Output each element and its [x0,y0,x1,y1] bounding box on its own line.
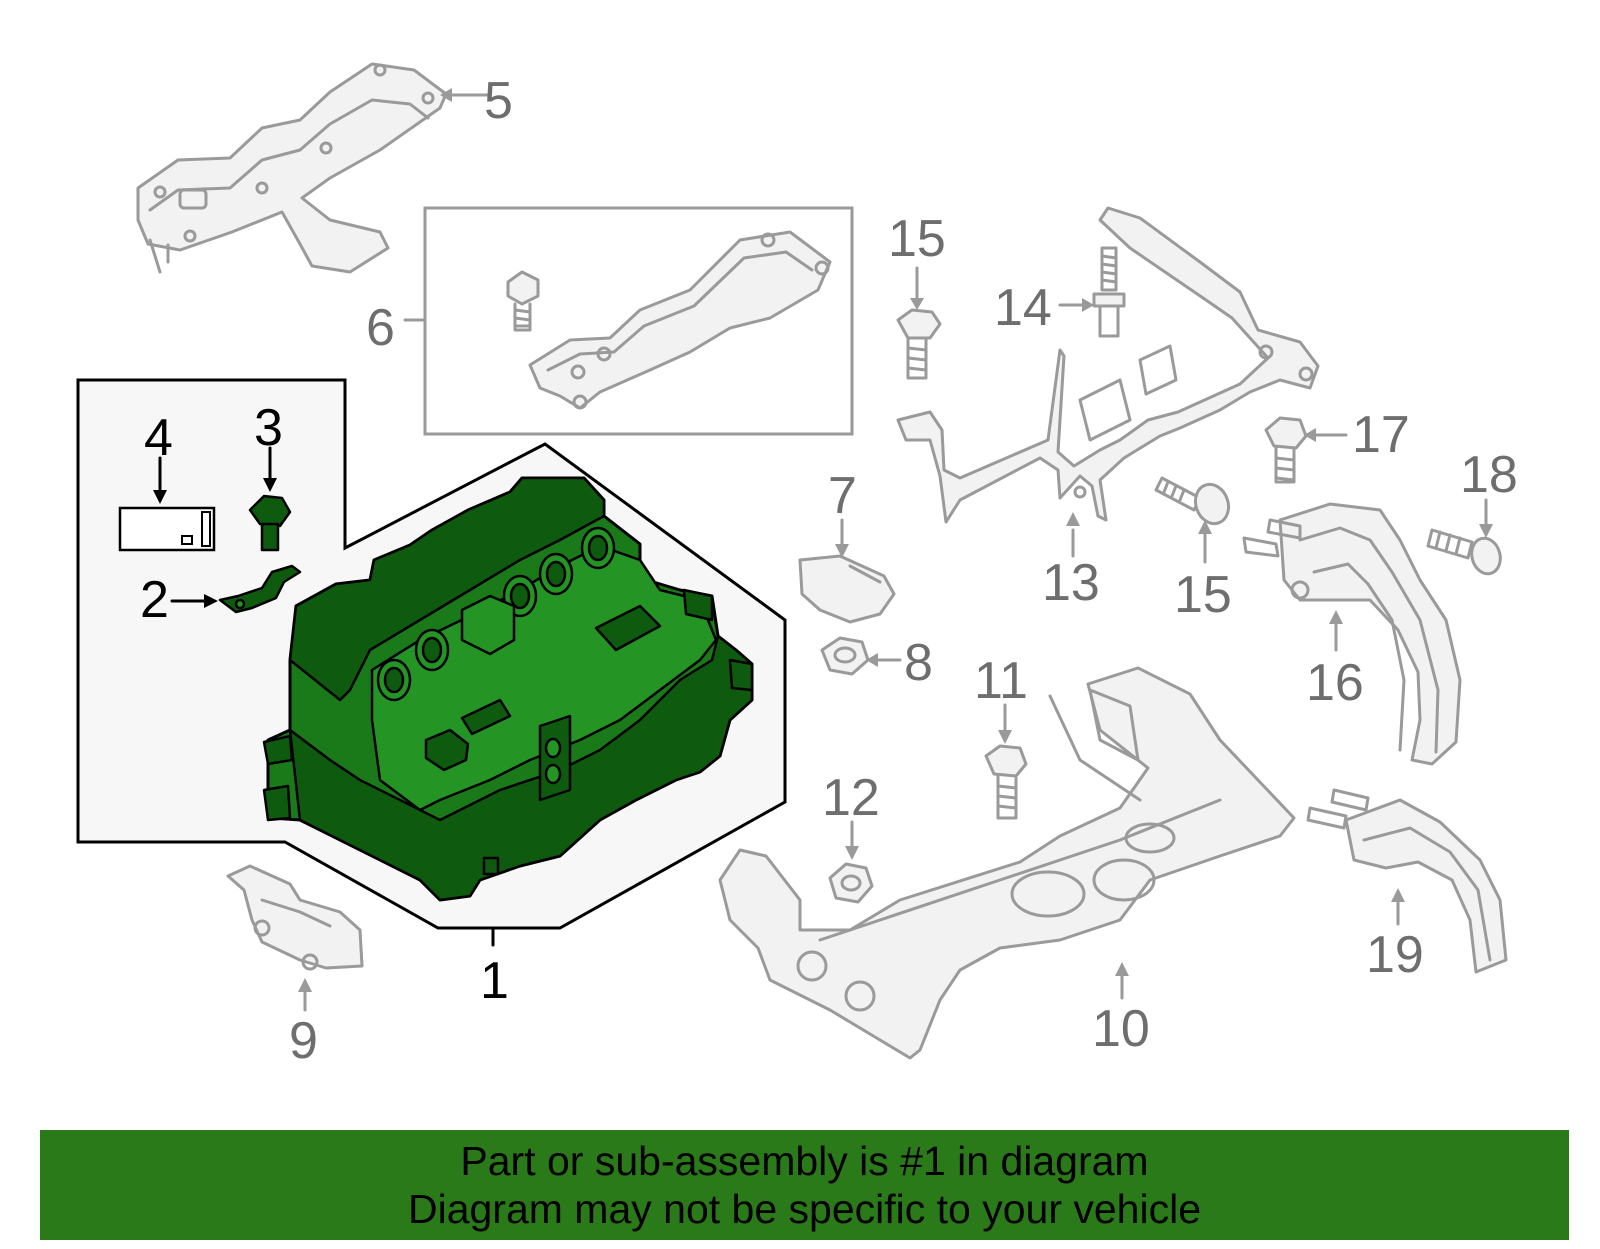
part-10-support-tray[interactable] [718,666,1296,1060]
callout-11: 11 [974,652,1028,710]
callout-10: 10 [1092,1000,1150,1058]
callout-15-upper: 15 [888,210,946,268]
part-9-mount-bracket[interactable] [226,864,364,1012]
callout-5: 5 [484,72,513,130]
callout-14: 14 [994,279,1052,337]
callout-16: 16 [1306,654,1364,712]
callout-12: 12 [822,769,880,827]
part-19-coolant-pipe[interactable] [1306,788,1508,974]
callout-19: 19 [1366,926,1424,984]
part-15-bolt-lower[interactable] [1154,476,1234,564]
part-2-bracket-clip[interactable] [170,564,302,614]
callout-4: 4 [144,409,173,467]
callout-15-lower: 15 [1174,566,1232,624]
part-17-bolt[interactable] [1264,416,1348,484]
callout-6: 6 [366,299,395,357]
callout-8: 8 [904,634,933,692]
info-banner: Part or sub-assembly is #1 in diagram Di… [40,1130,1569,1240]
part-1-inverter-assembly[interactable] [262,476,754,902]
part-13-bracket[interactable] [896,206,1320,558]
callout-1: 1 [480,952,509,1010]
callout-18: 18 [1460,446,1518,504]
part-8-nut[interactable] [820,636,902,676]
banner-line-2: Diagram may not be specific to your vehi… [407,1186,1201,1232]
part-5-cover-plate[interactable] [136,62,490,274]
part-7-clip[interactable] [798,518,896,624]
part-6-group-box[interactable] [403,206,854,436]
callout-13: 13 [1042,554,1100,612]
part-11-bolt[interactable] [984,703,1028,820]
part-16-coolant-pipe[interactable] [1242,502,1462,766]
callout-9: 9 [289,1012,318,1070]
part-3-bolt[interactable] [248,446,292,552]
banner-line-1: Part or sub-assembly is #1 in diagram [460,1138,1149,1184]
callout-17: 17 [1352,406,1410,464]
callout-2: 2 [140,571,169,629]
part-18-bolt[interactable] [1426,498,1504,577]
callout-3: 3 [254,399,283,457]
part-4-label[interactable] [118,456,216,552]
callout-7: 7 [828,467,857,525]
part-12-nut[interactable] [828,820,874,904]
part-15-bolt-upper[interactable] [896,266,942,380]
part-14-stud[interactable] [1058,246,1126,338]
